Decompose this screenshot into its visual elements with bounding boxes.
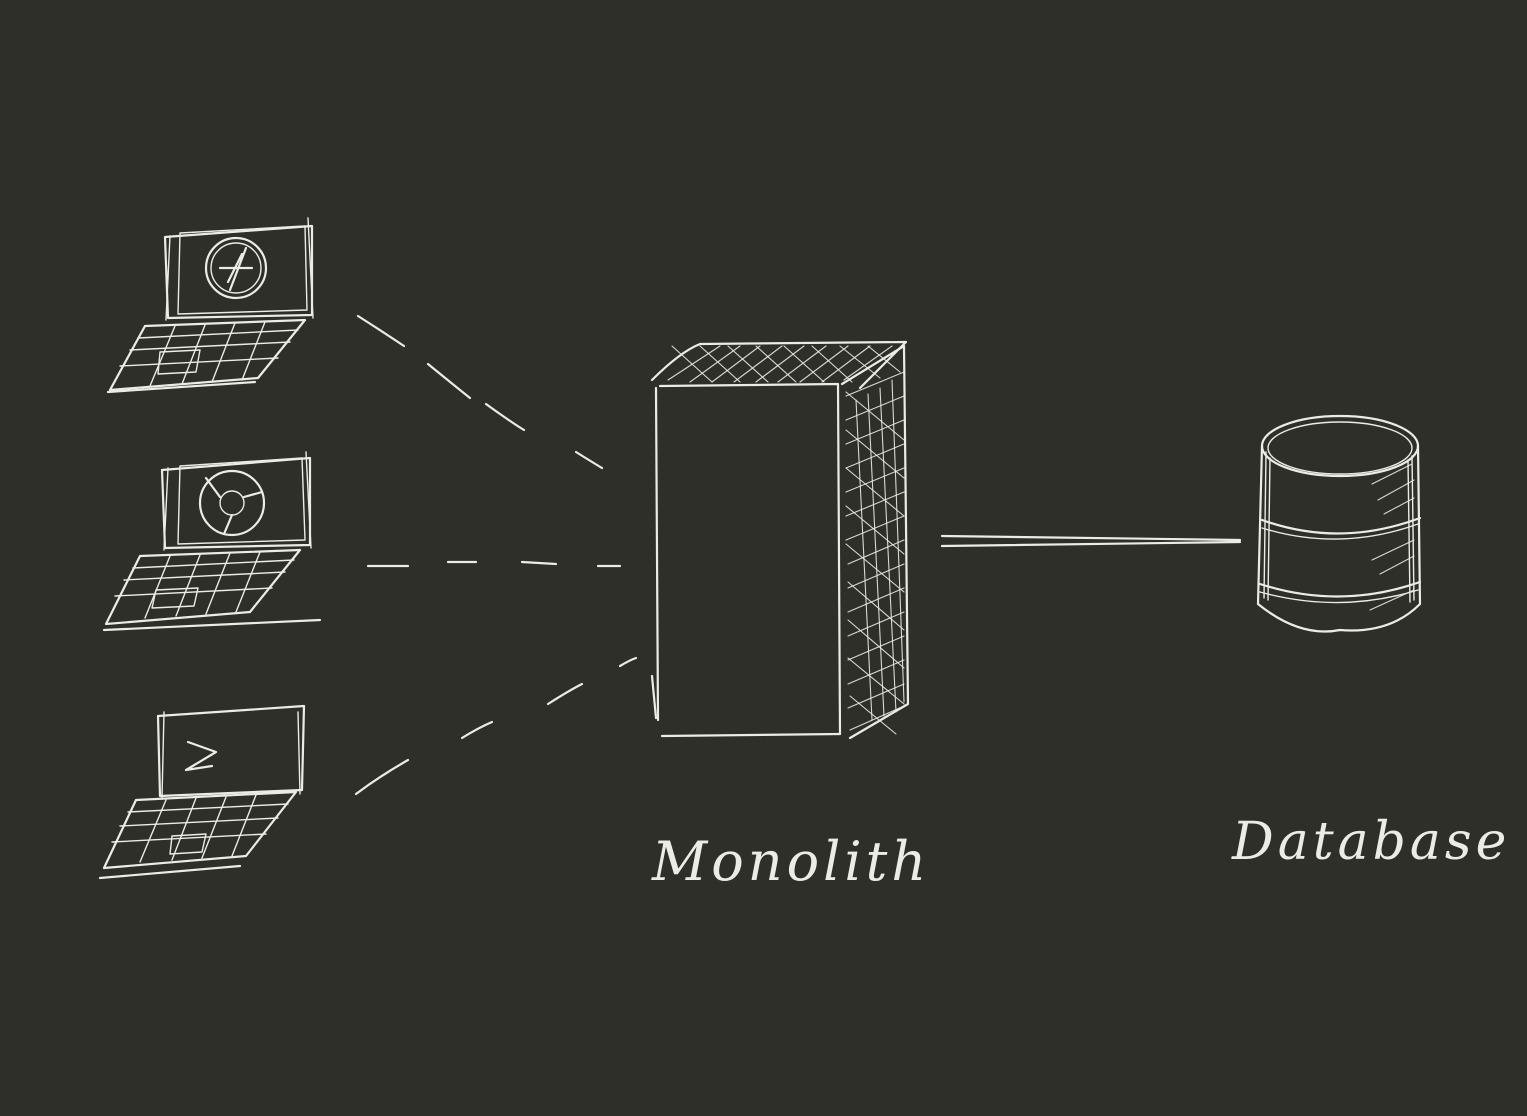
terminal-prompt-icon	[184, 740, 218, 772]
laptop-screen	[156, 704, 306, 799]
connection-compass-to-monolith	[356, 314, 604, 470]
connection-monolith-to-database	[940, 534, 1242, 548]
laptop-screen	[163, 217, 314, 321]
database-cylinder-icon	[1256, 414, 1422, 633]
laptop-terminal	[98, 704, 306, 880]
laptop-chrome	[102, 451, 322, 632]
database-label: Database	[1232, 812, 1511, 872]
server-box-icon	[650, 340, 910, 740]
laptop-keyboard	[102, 548, 322, 632]
compass-icon	[204, 236, 268, 300]
connection-terminal-to-monolith	[354, 656, 638, 796]
chrome-icon	[198, 469, 266, 537]
laptop-keyboard	[106, 318, 307, 394]
connection-chrome-to-monolith	[366, 560, 622, 568]
monolith-label: Monolith	[652, 830, 931, 893]
laptop-screen	[160, 451, 312, 551]
laptop-compass	[106, 217, 314, 394]
laptop-keyboard	[98, 790, 298, 880]
